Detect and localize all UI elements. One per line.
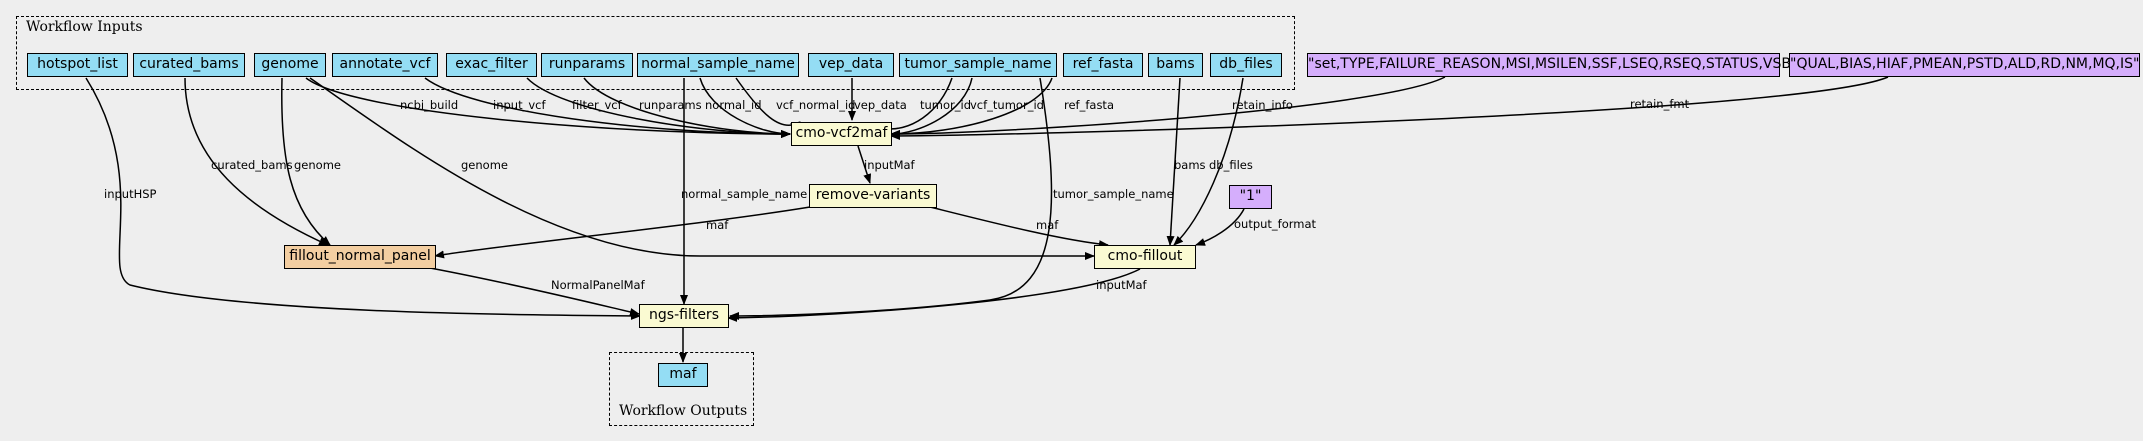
literal-output-format[interactable]: "1" <box>1229 185 1272 209</box>
edge-genome-fillout <box>309 77 1095 260</box>
label-normalpanelmaf: NormalPanelMaf <box>551 278 646 292</box>
step-cmo-fillout[interactable]: cmo-fillout <box>1094 245 1196 269</box>
edge-normal-vcf2maf-a <box>699 77 791 138</box>
input-ref-fasta[interactable]: ref_fasta <box>1063 53 1143 77</box>
label-ncbi-build: ncbi_build <box>400 98 458 112</box>
step-cmo-vcf2maf[interactable]: cmo-vcf2maf <box>791 122 892 146</box>
label-vcf-normal-id: vcf_normal_id <box>776 98 855 112</box>
label-curated-bams: curated_bams <box>211 158 293 172</box>
input-hotspot-list[interactable]: hotspot_list <box>27 53 128 77</box>
input-db-files[interactable]: db_files <box>1210 53 1282 77</box>
label-retain-info: retain_info <box>1232 98 1293 112</box>
edge-remove-fillout <box>929 206 1109 249</box>
workflow-outputs-cluster <box>609 352 754 426</box>
input-annotate-vcf[interactable]: annotate_vcf <box>332 53 438 77</box>
step-fillout-normal-panel[interactable]: fillout_normal_panel <box>284 245 436 269</box>
edge-remove-fnp <box>434 206 811 259</box>
label-bams: bams <box>1174 158 1206 172</box>
edge-dbfiles-fillout <box>1173 77 1244 246</box>
edge-curated-fnp <box>184 77 329 246</box>
input-normal-sample-name[interactable]: normal_sample_name <box>637 53 799 77</box>
edge-retaininfo-vcf2maf <box>890 76 1446 138</box>
label-inputhsp: inputHSP <box>104 187 157 201</box>
label-normal-sample-name: normal_sample_name <box>681 187 807 201</box>
edge-vcf2maf-remove <box>857 145 872 184</box>
edge-retainfmt-vcf2maf <box>890 76 1889 140</box>
edge-fnp-ngs <box>429 267 640 316</box>
literal-retain-fmt[interactable]: "QUAL,BIAS,HIAF,PMEAN,PSTD,ALD,RD,NM,MQ,… <box>1789 53 2140 77</box>
edge-tumor-ngs <box>729 77 1053 320</box>
step-remove-variants[interactable]: remove-variants <box>809 184 937 208</box>
label-db-files: db_files <box>1209 158 1253 172</box>
edge-hotspot-ngs <box>85 77 641 320</box>
edge-annotate-vcf2maf <box>424 77 791 138</box>
label-vep-data: vep_data <box>854 98 907 112</box>
step-ngs-filters[interactable]: ngs-filters <box>639 304 729 328</box>
label-inputmaf-remove: inputMaf <box>864 158 916 172</box>
input-genome[interactable]: genome <box>254 53 326 77</box>
label-maf-fillout: maf <box>1036 218 1059 232</box>
edge-genome-vcf2maf <box>305 77 791 138</box>
input-tumor-sample-name[interactable]: tumor_sample_name <box>899 53 1057 77</box>
label-filter-vcf: filter_vcf <box>572 98 623 112</box>
label-maf-fnp: maf <box>706 218 729 232</box>
label-inputmaf-ngs: inputMaf <box>1096 278 1148 292</box>
literal-retain-info[interactable]: "set,TYPE,FAILURE_REASON,MSI,MSILEN,SSF,… <box>1307 53 1797 77</box>
label-ref-fasta: ref_fasta <box>1064 98 1114 112</box>
workflow-inputs-cluster <box>16 16 1295 90</box>
edge-outputformat-fillout <box>1195 208 1245 246</box>
input-exac-filter[interactable]: exac_filter <box>446 53 537 77</box>
label-runparams: runparams <box>639 98 702 112</box>
edge-genome-fnp <box>281 77 331 246</box>
label-genome-fnp: genome <box>294 158 341 172</box>
label-normal-id: normal_id <box>705 98 762 112</box>
input-vep-data[interactable]: vep_data <box>808 53 894 77</box>
edge-fillout-ngs <box>727 268 1141 322</box>
label-tumor-sample-name: tumor_sample_name <box>1053 187 1174 201</box>
input-bams[interactable]: bams <box>1148 53 1203 77</box>
label-retain-fmt: retain_fmt <box>1630 97 1690 111</box>
label-input-vcf: input_vcf <box>493 98 546 112</box>
label-vcf-tumor-id: vcf_tumor_id <box>970 98 1044 112</box>
edge-bams-fillout <box>1166 77 1181 246</box>
input-runparams[interactable]: runparams <box>541 53 633 77</box>
workflow-outputs-label: Workflow Outputs <box>619 403 748 419</box>
label-genome-fillout: genome <box>461 158 508 172</box>
label-tumor-id: tumor_id <box>920 98 971 112</box>
output-maf[interactable]: maf <box>658 363 708 387</box>
workflow-inputs-label: Workflow Inputs <box>26 19 143 35</box>
input-curated-bams[interactable]: curated_bams <box>133 53 245 77</box>
label-output-format: output_format <box>1234 217 1317 231</box>
